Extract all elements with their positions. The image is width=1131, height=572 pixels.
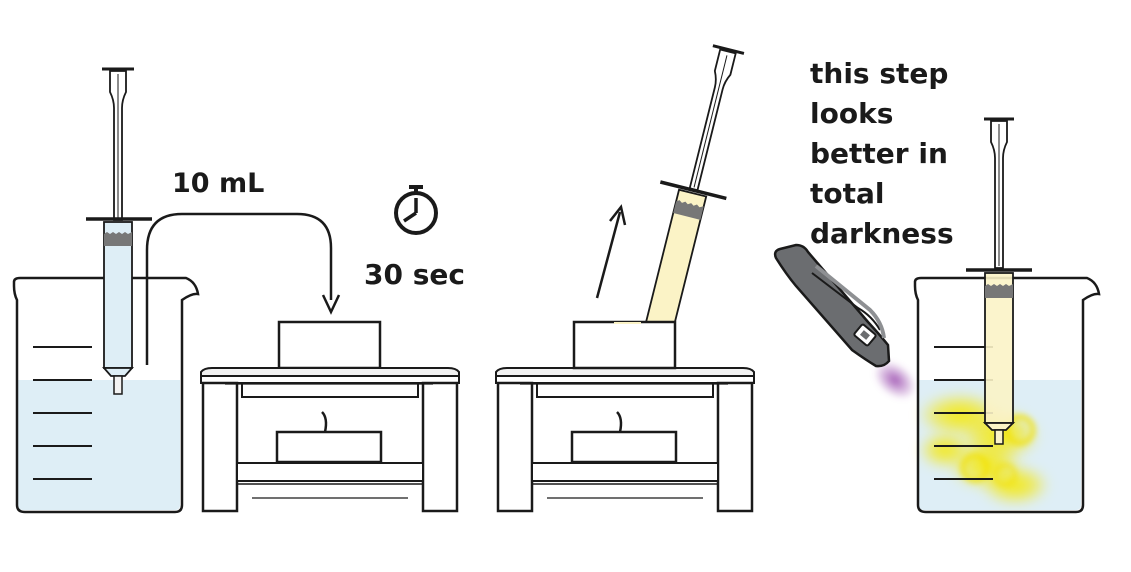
note-line-4: total <box>810 177 885 210</box>
curved-arrow-icon <box>145 212 341 365</box>
time-label: 30 sec <box>364 258 465 291</box>
note-line-3: better in <box>810 137 948 170</box>
syringe-tilted <box>645 44 745 330</box>
stopwatch-icon <box>394 185 438 235</box>
syringe-tip-in-cup <box>614 322 641 324</box>
note-line-5: darkness <box>810 217 954 250</box>
syringe-left <box>86 67 152 395</box>
volume-label: 10 mL <box>172 168 265 199</box>
beaker-on-hotplate <box>572 320 677 370</box>
hotplate-middle <box>495 367 755 513</box>
note-line-1: this step <box>810 57 949 90</box>
beaker-left <box>12 276 200 514</box>
uv-torch <box>773 243 917 400</box>
up-arrow-icon <box>595 204 627 299</box>
hotplate-left <box>200 320 460 513</box>
beaker-right <box>913 276 1101 514</box>
note-line-2: looks <box>810 97 894 130</box>
syringe-right <box>966 117 1032 445</box>
darkness-note: this step looks better in total darkness <box>810 54 954 254</box>
